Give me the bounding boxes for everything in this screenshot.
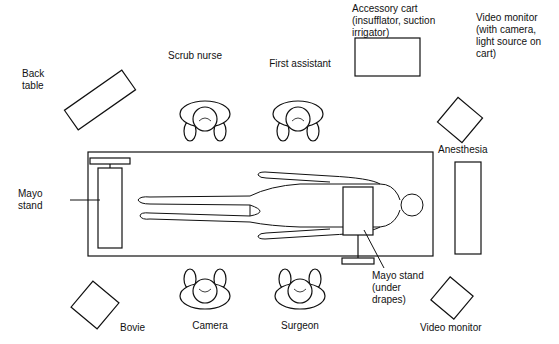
callout-label: Video monitor — [420, 322, 495, 334]
or-table — [88, 152, 433, 256]
callout-label: Camera — [180, 320, 240, 332]
callout-label: Video monitor (with camera, light source… — [476, 12, 556, 60]
callout-label: Mayo stand (under drapes) — [372, 270, 430, 306]
mayo-stand-draped — [343, 187, 373, 235]
video-monitor — [431, 277, 473, 319]
leader-line — [70, 200, 100, 201]
callout-label: Mayo stand — [18, 188, 68, 212]
scrub-nurse-figure — [180, 101, 230, 141]
surgeon-figure — [275, 269, 325, 309]
callout-label: Scrub nurse — [150, 50, 240, 62]
patient — [138, 172, 423, 239]
back-table — [64, 70, 135, 130]
anesthesia-station — [455, 162, 481, 254]
accessory-cart — [355, 38, 420, 76]
callout-label: Bovie — [120, 322, 170, 334]
callout-label: Anesthesia — [438, 144, 508, 156]
callout-label: Back table — [22, 68, 62, 92]
callout-label: First assistant — [245, 58, 355, 70]
mayo-stand-bar — [342, 258, 374, 264]
bovie-unit — [71, 281, 119, 329]
mayo-stand — [98, 168, 122, 248]
callout-label: Accessory cart (insufflator, suction irr… — [352, 3, 442, 39]
mayo-stand-post — [357, 235, 358, 258]
mayo-stand-bar — [90, 158, 130, 164]
first-assistant-figure — [273, 101, 323, 141]
leader-line — [364, 230, 384, 268]
camera-figure — [180, 269, 230, 309]
video-monitor — [437, 97, 482, 142]
callout-label: Surgeon — [270, 320, 330, 332]
mayo-stand-post — [109, 164, 110, 168]
